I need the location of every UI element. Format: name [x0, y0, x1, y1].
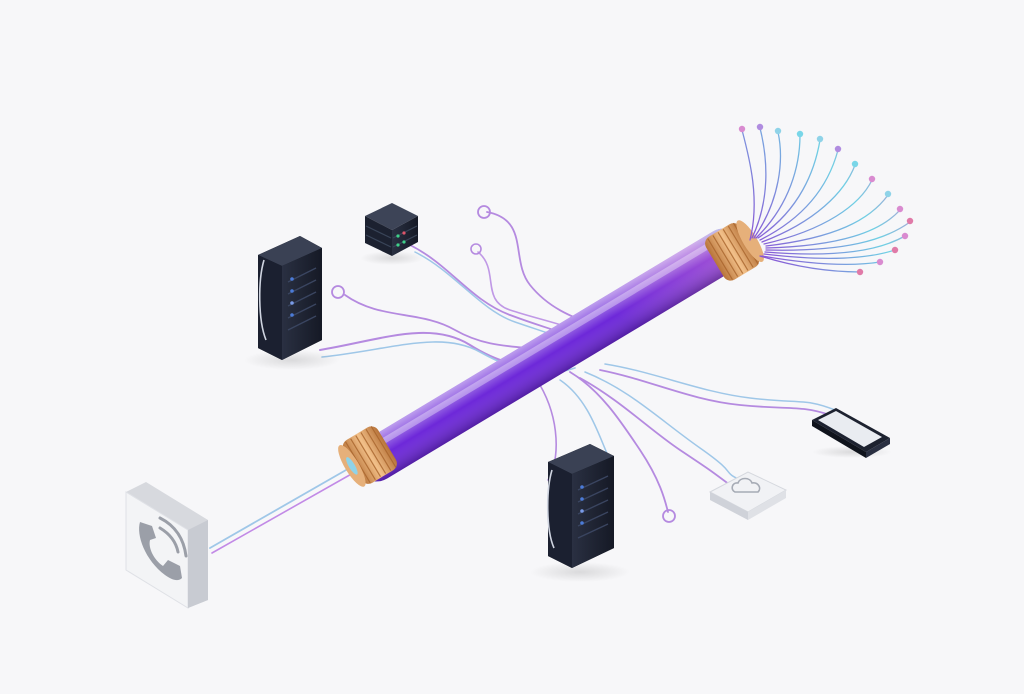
fiber-strands [741, 127, 911, 273]
smartphone [812, 408, 892, 458]
cable-end-left [338, 425, 397, 487]
cloud-icon [708, 471, 788, 520]
rack-server-bottom [530, 444, 630, 582]
rack-server-left [244, 236, 340, 370]
network-switch [360, 203, 424, 265]
telephone-icon [125, 482, 208, 609]
fiber-optic-cable [338, 220, 764, 487]
cable-end-right [705, 220, 764, 281]
fiber-tips [738, 123, 914, 276]
